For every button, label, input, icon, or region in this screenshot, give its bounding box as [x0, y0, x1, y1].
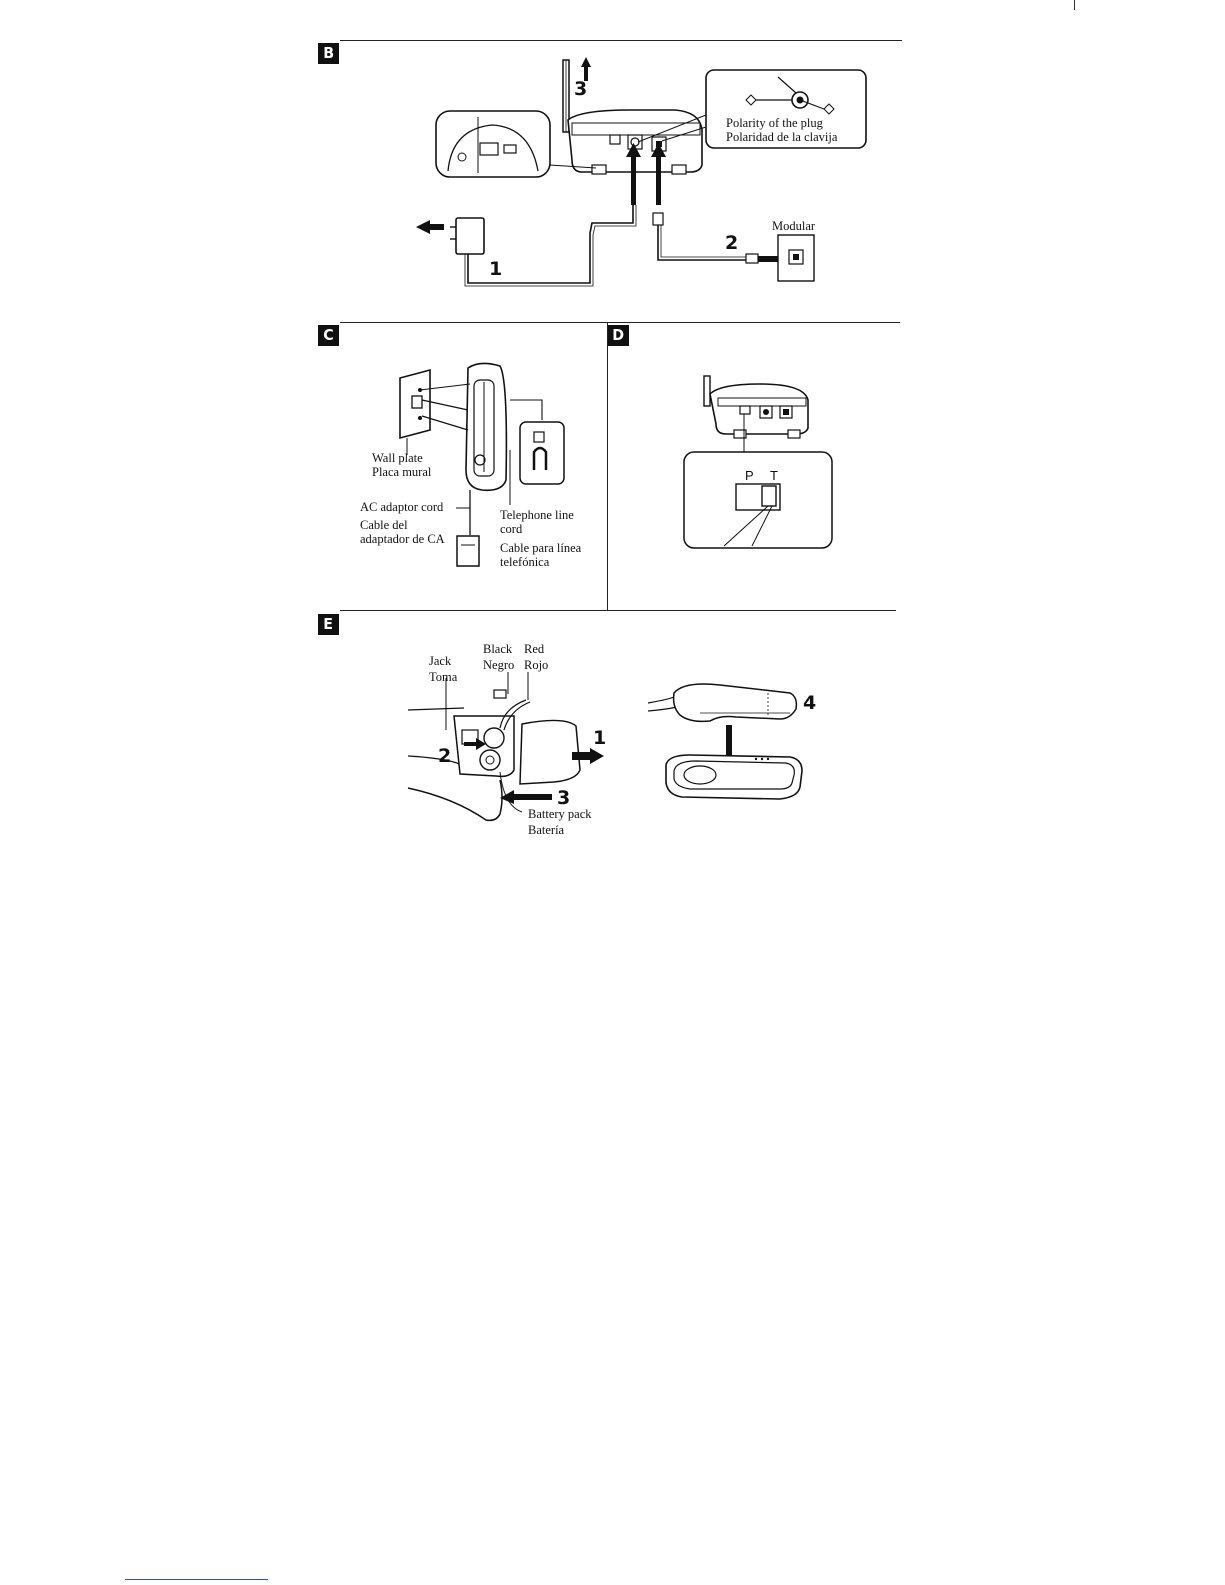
- jack-label-es: Toma: [429, 671, 457, 684]
- wall-plate-label-en: Wall plate: [372, 452, 423, 465]
- step-b2: 2: [725, 232, 738, 254]
- polarity-label-en: Polarity of the plug: [726, 117, 823, 130]
- section-cd-rule: [340, 322, 900, 323]
- section-divider: [607, 322, 608, 610]
- tel-cord-label-en-1: Telephone line: [500, 509, 574, 522]
- ac-cord-label-en: AC adaptor cord: [360, 501, 443, 514]
- black-label-en: Black: [483, 643, 512, 656]
- wall-plate-label-es: Placa mural: [372, 466, 431, 479]
- section-e-badge: E: [318, 614, 339, 635]
- bottom-edge-line: [125, 1579, 268, 1580]
- handset-on-charger-illustration: [640, 675, 810, 805]
- tel-cord-label-es-2: telefónica: [500, 556, 549, 569]
- section-d-badge: D: [608, 325, 629, 346]
- section-e-rule: [340, 610, 896, 611]
- pulse-tone-switch-illustration: [680, 372, 840, 552]
- step-b3: 3: [574, 78, 587, 100]
- battery-label-en: Battery pack: [528, 808, 592, 821]
- switch-p-label: P: [745, 469, 754, 482]
- jack-label-en: Jack: [429, 655, 451, 668]
- section-c-badge: C: [318, 325, 339, 346]
- step-e1: 1: [593, 727, 606, 749]
- base-unit-connection-illustration: [400, 55, 880, 295]
- step-e2: 2: [438, 745, 451, 767]
- polarity-label-es: Polaridad de la clavija: [726, 131, 837, 144]
- switch-t-label: T: [770, 469, 778, 482]
- black-label-es: Negro: [483, 659, 514, 672]
- modular-label: Modular: [772, 220, 815, 233]
- step-b1: 1: [489, 258, 502, 280]
- page-edge-mark: [1074, 0, 1075, 10]
- section-b-rule: [340, 40, 902, 41]
- red-label-es: Rojo: [524, 659, 548, 672]
- section-b-badge: B: [318, 43, 339, 64]
- battery-label-es: Batería: [528, 824, 564, 837]
- step-e3: 3: [557, 787, 570, 809]
- ac-cord-label-es-2: adaptador de CA: [360, 533, 445, 546]
- tel-cord-label-es-1: Cable para línea: [500, 542, 581, 555]
- tel-cord-label-en-2: cord: [500, 523, 522, 536]
- red-label-en: Red: [524, 643, 544, 656]
- ac-cord-label-es-1: Cable del: [360, 519, 408, 532]
